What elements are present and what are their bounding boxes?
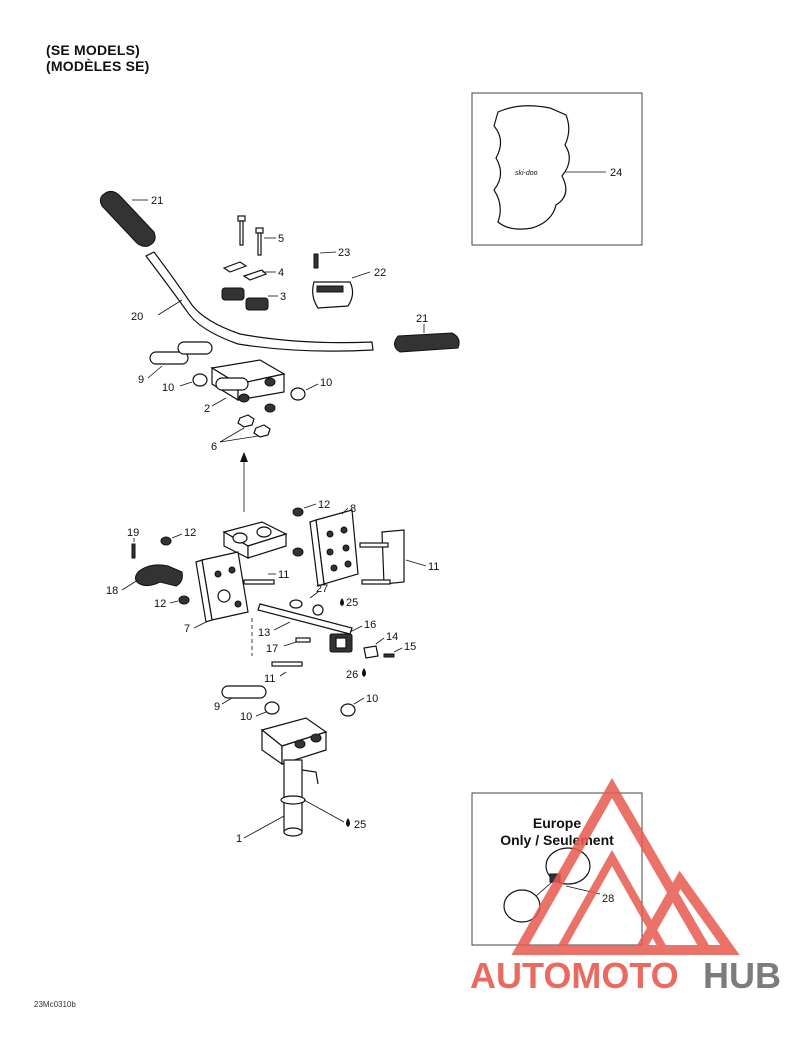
throttle-housing-16 — [329, 633, 353, 653]
washer-27 — [289, 599, 303, 609]
screw-15 — [383, 653, 395, 658]
label-25b: 25 — [354, 819, 366, 831]
label-12c: 12 — [154, 598, 166, 610]
label-19: 19 — [127, 527, 139, 539]
washer-10-upper-left — [192, 373, 208, 387]
label-10a: 10 — [162, 382, 174, 394]
grease-drop-26 — [362, 668, 366, 677]
handlebar-pad-24 — [493, 105, 570, 230]
label-10c: 10 — [240, 711, 252, 723]
label-11b: 11 — [278, 569, 289, 581]
label-21b: 21 — [416, 313, 428, 325]
nut-12-top — [292, 507, 304, 517]
grip-21-right — [394, 332, 460, 353]
header-modeles-se: (MODÈLES SE) — [46, 58, 150, 74]
bushing-9-upper — [149, 341, 213, 365]
pin-17 — [295, 637, 311, 643]
washer-10-lower-right — [340, 703, 356, 717]
grip-21-left — [99, 190, 156, 247]
label-10d: 10 — [366, 693, 378, 705]
washer-10-lower-left — [264, 701, 280, 715]
screw-23 — [313, 253, 319, 269]
label-18: 18 — [106, 585, 118, 597]
label-15: 15 — [404, 641, 416, 653]
steering-plate-8 — [309, 509, 359, 587]
bracket-14 — [363, 645, 379, 659]
nut-6-pair — [237, 414, 271, 438]
steering-column-1 — [260, 717, 328, 837]
label-5: 5 — [278, 233, 284, 245]
nut-12-lower — [178, 595, 190, 605]
screw-19 — [131, 543, 136, 559]
grease-drop-25-lower — [346, 818, 350, 827]
label-12a: 12 — [318, 499, 330, 511]
label-3: 3 — [280, 291, 286, 303]
label-12b: 12 — [184, 527, 196, 539]
label-24: 24 — [610, 167, 622, 179]
steering-plate-7 — [195, 551, 249, 623]
label-14: 14 — [386, 631, 398, 643]
label-2: 2 — [204, 403, 210, 415]
label-11a: 11 — [428, 561, 439, 573]
label-11c: 11 — [264, 673, 275, 685]
upper-bracket-2 — [210, 359, 286, 413]
label-27: 27 — [316, 583, 328, 595]
bolt-11-right-a — [359, 542, 389, 548]
europe-text: Europe — [533, 815, 581, 831]
label-22: 22 — [374, 267, 386, 279]
ski-doo-logo: ski-doo — [515, 170, 538, 177]
label-9b: 9 — [214, 701, 220, 713]
shaft-13 — [257, 603, 353, 635]
bolt-5-pair — [237, 215, 264, 256]
throttle-lever-18 — [134, 564, 183, 587]
label-8: 8 — [350, 503, 356, 515]
bushing-9-lower — [221, 685, 267, 699]
label-20: 20 — [131, 311, 143, 323]
label-16: 16 — [364, 619, 376, 631]
label-7: 7 — [184, 623, 190, 635]
handlebar-20 — [145, 251, 374, 352]
label-10b: 10 — [320, 377, 332, 389]
label-6: 6 — [211, 441, 217, 453]
label-23: 23 — [338, 247, 350, 259]
assembly-arrow-head — [240, 452, 248, 462]
inset-box-24 — [471, 92, 643, 246]
europe-only-text: Only / Seulement — [500, 832, 614, 848]
bolt-11-right-b — [361, 579, 391, 585]
plate-4-pair — [222, 261, 268, 281]
watermark-hub: HUB — [703, 955, 781, 996]
nut-12-left — [160, 536, 172, 546]
watermark-automoto: AUTOMOTO — [470, 955, 679, 996]
label-21a: 21 — [151, 195, 163, 207]
automotohub-logo — [511, 777, 740, 955]
ring-27 — [312, 604, 324, 616]
label-4: 4 — [278, 267, 284, 279]
label-13: 13 — [258, 627, 270, 639]
label-17: 17 — [266, 643, 278, 655]
washer-10-upper-right — [290, 387, 306, 401]
figure-code: 23Mc0310b — [34, 1000, 76, 1009]
nut-12-mid — [292, 547, 304, 557]
plate-11-right — [381, 529, 405, 585]
label-26: 26 — [346, 669, 358, 681]
clamp-block — [222, 521, 288, 559]
label-9a: 9 — [138, 374, 144, 386]
label-25a: 25 — [346, 597, 358, 609]
clamp-3-pair — [221, 287, 269, 311]
label-28: 28 — [602, 893, 614, 905]
bolt-11-middle — [243, 579, 275, 585]
grease-drop-25-upper — [340, 598, 344, 606]
label-1: 1 — [236, 833, 242, 845]
bolt-11-lower — [271, 661, 303, 667]
header-se-models: (SE MODELS) — [46, 42, 140, 58]
